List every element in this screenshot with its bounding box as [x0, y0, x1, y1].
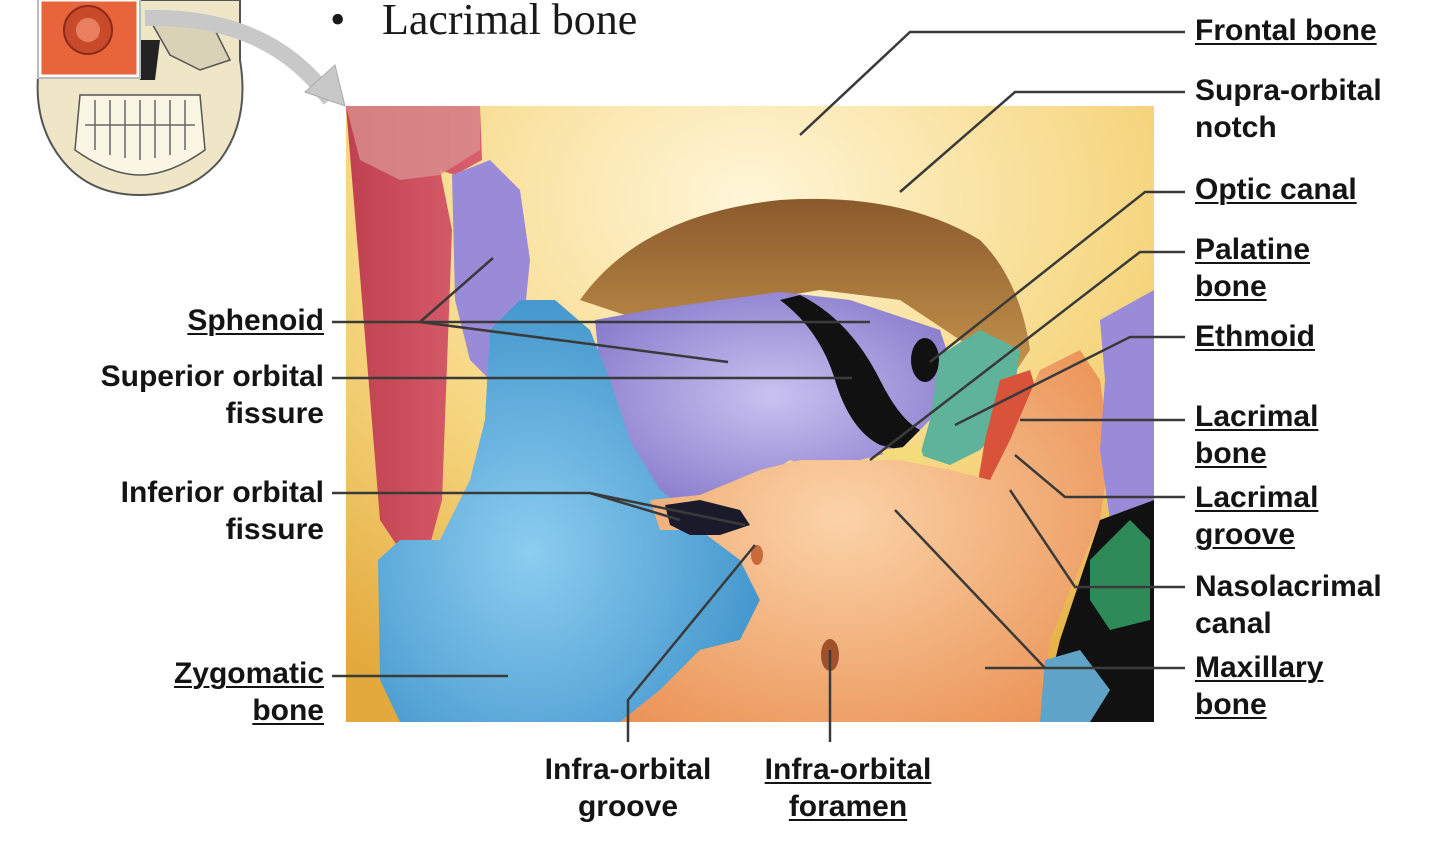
label-text: Ethmoid — [1195, 320, 1315, 353]
label-text: Zygomatic — [173, 657, 324, 690]
label-maxillary-bone: Maxillary bone — [1195, 649, 1323, 723]
orbit-roof — [580, 198, 1030, 380]
label-sphenoid: Sphenoid — [187, 302, 324, 339]
superior-orbital-fissure-shape — [780, 295, 920, 450]
label-text: Optic canal — [1195, 173, 1357, 206]
label-text: bone — [1195, 437, 1267, 470]
label-text: fissure — [225, 513, 324, 546]
label-lacrimal-groove: Lacrimal groove — [1195, 479, 1318, 553]
label-nasolacrimal-canal: Nasolacrimal canal — [1195, 568, 1382, 642]
label-text: groove — [577, 790, 679, 823]
label-text: Infra-orbital — [544, 753, 712, 786]
skull-thumbnail — [36, 0, 244, 197]
label-text: Maxillary — [1195, 651, 1324, 684]
label-palatine-bone: Palatine bone — [1195, 231, 1310, 305]
label-frontal-bone: Frontal bone — [1195, 12, 1377, 49]
optic-canal-shape — [911, 338, 939, 382]
label-infra-orbital-foramen: Infra-orbital foramen — [748, 751, 948, 825]
sphenoid-wing-region — [452, 160, 530, 380]
label-infra-orbital-groove: Infra-orbital groove — [528, 751, 728, 825]
label-text: Palatine — [1195, 233, 1311, 266]
label-optic-canal: Optic canal — [1195, 171, 1357, 208]
label-text: bone — [1195, 688, 1267, 721]
nasal-region — [1100, 290, 1154, 520]
label-lacrimal-bone: Lacrimal bone — [1195, 398, 1318, 472]
zoom-arrow — [144, 9, 337, 105]
zygomatic-region — [378, 300, 760, 722]
label-text: canal — [1195, 607, 1272, 640]
label-text: Frontal bone — [1195, 14, 1377, 47]
label-text: fissure — [225, 397, 324, 430]
label-ethmoid: Ethmoid — [1195, 318, 1315, 355]
label-text: Nasolacrimal — [1195, 570, 1382, 603]
bullet-icon: • — [330, 0, 346, 44]
maxillary-region — [620, 350, 1110, 722]
label-text: Supra-orbital — [1195, 74, 1382, 107]
title-text: Lacrimal bone — [382, 0, 638, 44]
label-text: Lacrimal — [1195, 400, 1319, 433]
label-text: Inferior orbital — [120, 476, 324, 509]
label-text: bone — [1195, 270, 1267, 303]
label-text: Lacrimal — [1195, 481, 1319, 514]
label-inferior-orbital-fissure: Inferior orbital fissure — [121, 474, 324, 548]
label-text: foramen — [788, 790, 908, 823]
label-text: Infra-orbital — [764, 753, 932, 786]
label-text: notch — [1195, 111, 1277, 144]
label-zygomatic-bone: Zygomatic bone — [174, 655, 324, 729]
label-text: Superior orbital — [100, 360, 324, 393]
temporal-region — [346, 106, 482, 550]
label-text: groove — [1195, 518, 1296, 551]
slide-title: • Lacrimal bone — [330, 0, 637, 45]
label-text: bone — [252, 694, 324, 727]
label-superior-orbital-fissure: Superior orbital fissure — [101, 358, 324, 432]
label-supra-orbital-notch: Supra-orbital notch — [1195, 72, 1382, 146]
leader-lines — [332, 30, 1185, 742]
label-text: Sphenoid — [187, 304, 324, 337]
sphenoid-orbital-region — [595, 292, 950, 500]
